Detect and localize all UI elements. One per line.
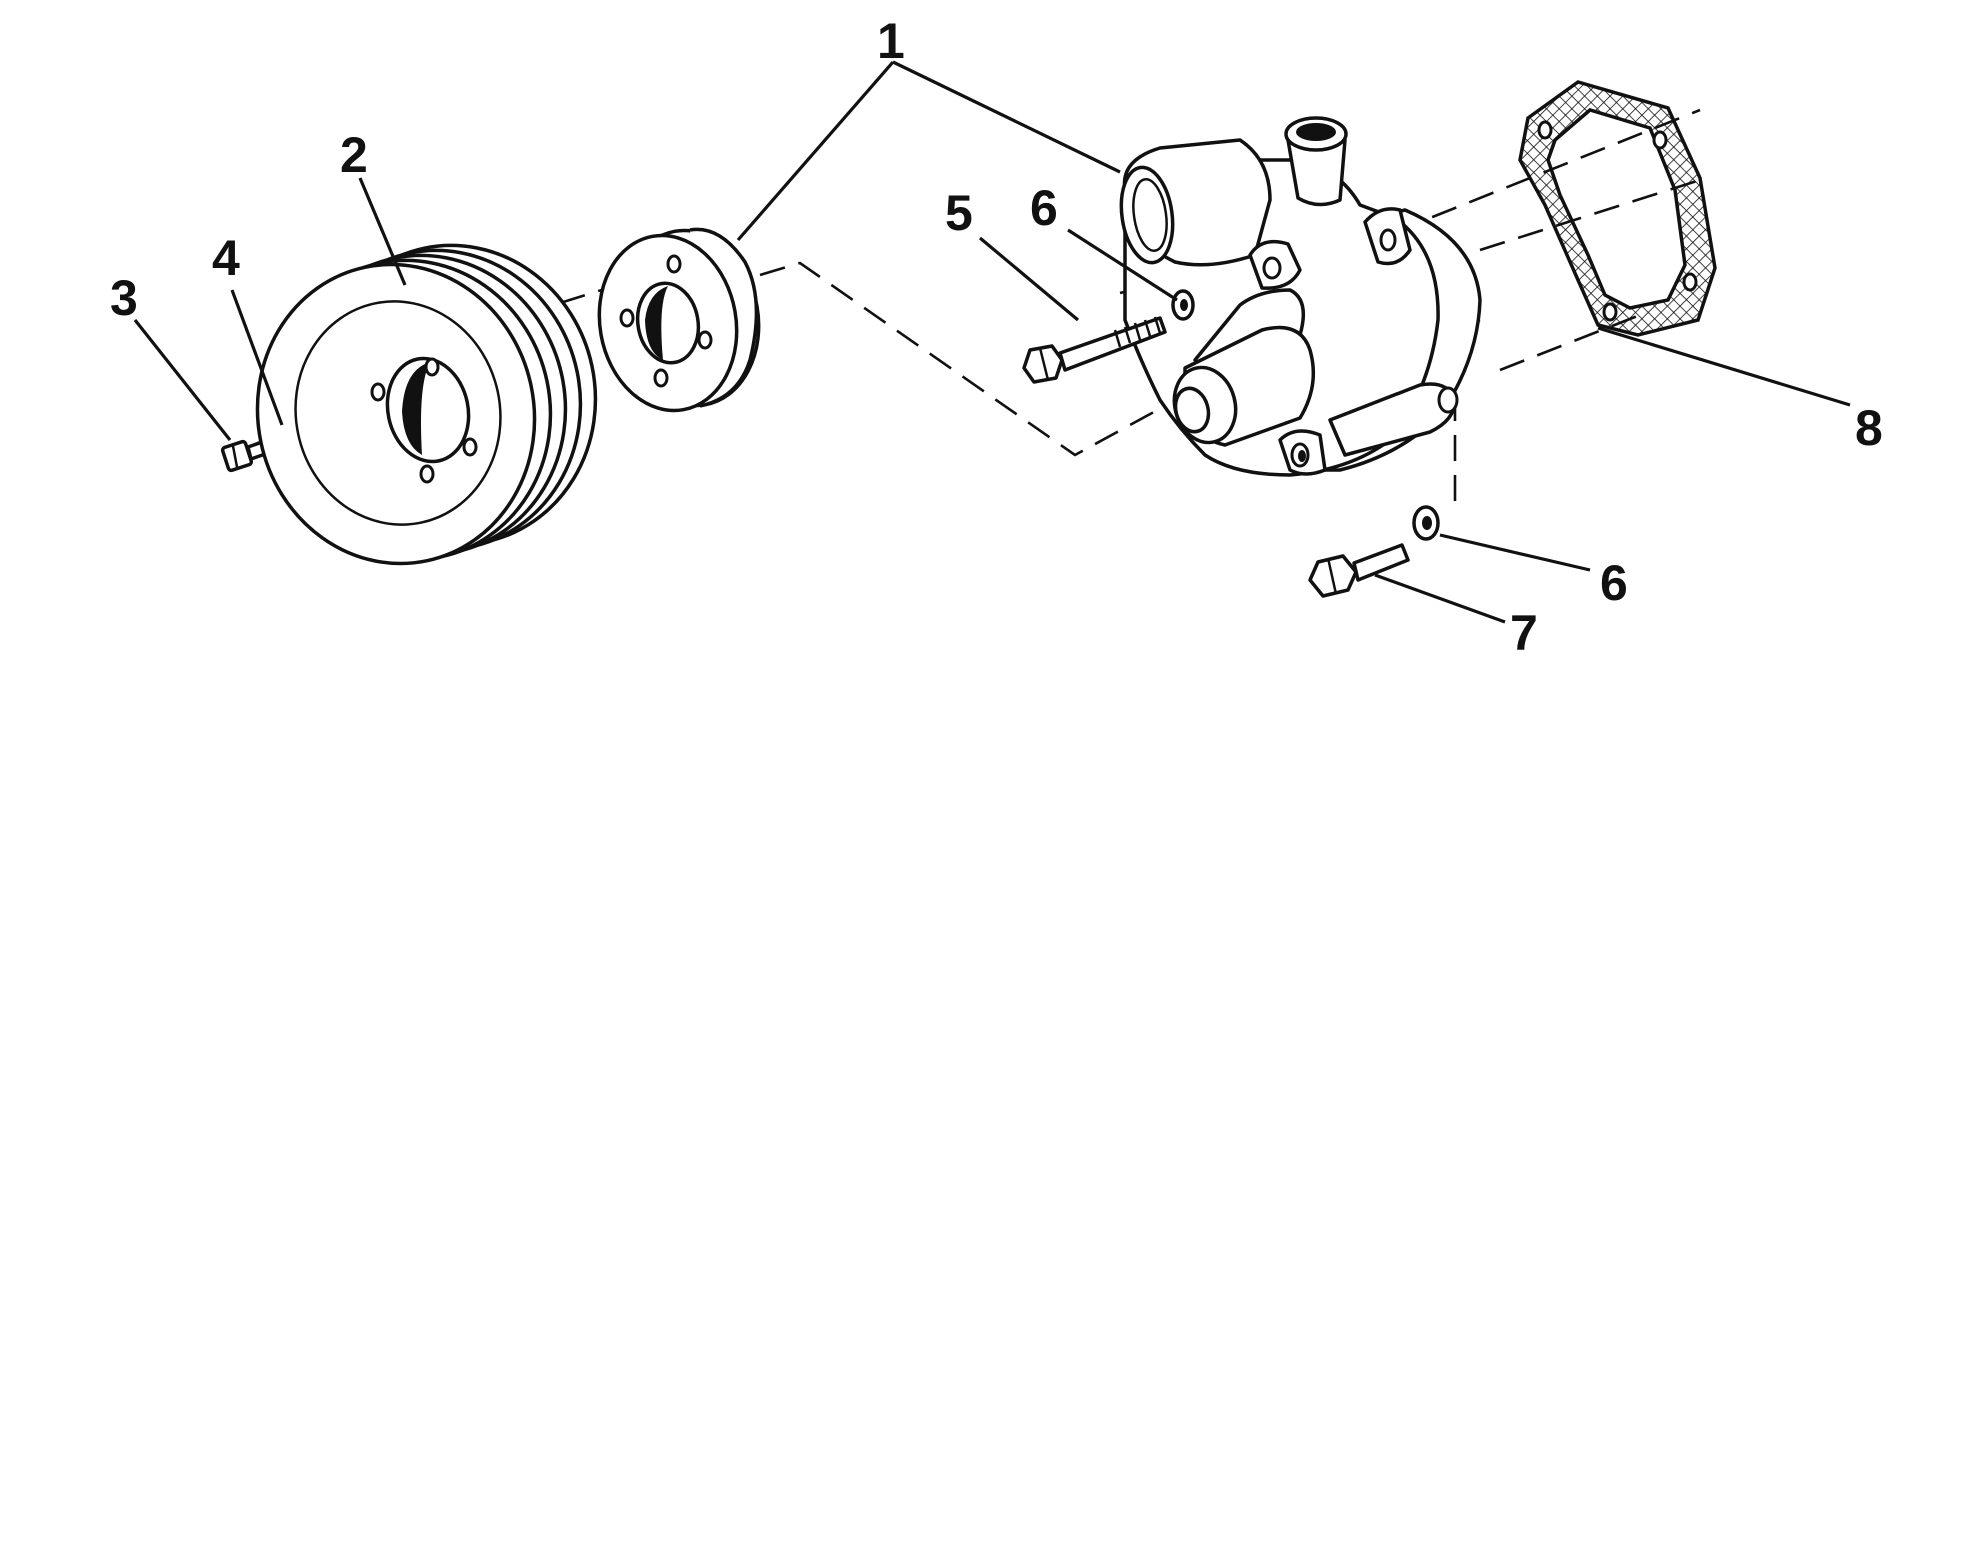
callout-3: 3 bbox=[110, 270, 138, 326]
water-pump-body bbox=[1119, 116, 1482, 477]
callout-numbers: 1 2 3 4 5 6 6 7 8 bbox=[110, 13, 1883, 661]
callout-5: 5 bbox=[945, 185, 973, 241]
bolt-part-5 bbox=[1022, 316, 1167, 384]
callout-1: 1 bbox=[877, 13, 905, 69]
callout-2: 2 bbox=[340, 127, 368, 183]
callout-8: 8 bbox=[1855, 400, 1883, 456]
callout-6-upper: 6 bbox=[1030, 180, 1058, 236]
pulley-part-2 bbox=[255, 243, 598, 566]
lockwasher-part-6-upper bbox=[1171, 289, 1195, 321]
lockwasher-part-6-lower bbox=[1412, 505, 1440, 541]
callout-4: 4 bbox=[212, 230, 240, 286]
gasket-part-8 bbox=[1518, 80, 1717, 337]
leader-lines bbox=[133, 60, 1851, 624]
pump-hub-flange bbox=[597, 227, 761, 413]
callout-6-lower: 6 bbox=[1600, 555, 1628, 611]
callout-7: 7 bbox=[1510, 605, 1538, 661]
bolt-part-7 bbox=[1308, 543, 1410, 598]
